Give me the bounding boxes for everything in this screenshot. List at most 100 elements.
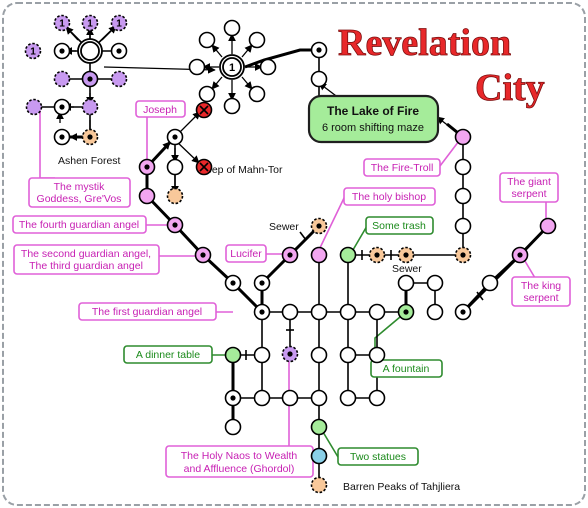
room-node[interactable] <box>53 70 71 88</box>
room-node[interactable] <box>281 345 299 363</box>
label-king-serpent-2: serpent <box>523 292 558 304</box>
room-node[interactable] <box>188 58 206 76</box>
room-node[interactable] <box>138 187 156 205</box>
room-node[interactable] <box>81 98 99 116</box>
room-node[interactable] <box>539 217 557 235</box>
room-node[interactable] <box>368 346 386 364</box>
star-hub-west[interactable] <box>77 38 103 64</box>
room-node[interactable] <box>310 476 328 494</box>
map-title-line-1: Revelation <box>338 22 511 64</box>
room-node[interactable] <box>166 216 184 234</box>
room-node[interactable] <box>454 128 472 146</box>
label-giant-serpent-1: The giant <box>507 176 551 188</box>
room-node[interactable] <box>166 187 184 205</box>
room-node[interactable] <box>454 217 472 235</box>
room-node-marker <box>287 351 293 357</box>
room-node-marker <box>87 76 93 82</box>
room-node[interactable] <box>339 389 357 407</box>
room-node[interactable] <box>110 42 128 60</box>
room-node[interactable]: 1 <box>24 42 42 60</box>
label-some-trash: Some trash <box>372 220 426 232</box>
room-node-marker <box>460 309 466 315</box>
room-node[interactable] <box>166 128 184 146</box>
blocked-room-node[interactable] <box>195 101 213 119</box>
room-node[interactable] <box>81 128 99 146</box>
room-node[interactable] <box>310 41 328 59</box>
room-node[interactable] <box>454 246 472 264</box>
room-node[interactable] <box>194 246 212 264</box>
room-node[interactable] <box>81 70 99 88</box>
callouts-magenta <box>12 100 571 478</box>
lake-of-fire-box[interactable]: The Lake of Fire 6 room shifting maze <box>307 94 440 144</box>
room-node-number: 1 <box>116 19 122 30</box>
room-node[interactable] <box>310 418 328 436</box>
room-node[interactable] <box>281 303 299 321</box>
room-node[interactable] <box>253 303 271 321</box>
room-node[interactable] <box>454 187 472 205</box>
room-node[interactable] <box>224 346 242 364</box>
room-node[interactable] <box>248 31 266 49</box>
room-node-number: 1 <box>87 19 93 30</box>
room-node[interactable] <box>368 303 386 321</box>
room-node[interactable] <box>310 70 328 88</box>
room-node[interactable] <box>397 274 415 292</box>
room-node[interactable] <box>281 246 299 264</box>
label-second-angel-1: The second guardian angel, <box>21 248 151 260</box>
room-node[interactable] <box>253 274 271 292</box>
room-node[interactable] <box>426 274 444 292</box>
room-node[interactable] <box>53 128 71 146</box>
room-node[interactable]: 1 <box>110 14 128 32</box>
room-node[interactable] <box>110 70 128 88</box>
room-node[interactable] <box>481 274 499 292</box>
room-node[interactable] <box>253 389 271 407</box>
room-node[interactable] <box>198 85 216 103</box>
room-node[interactable] <box>223 97 241 115</box>
label-king-serpent-1: The king <box>521 280 561 292</box>
label-mystik-1: The mystik <box>54 181 106 193</box>
room-node[interactable] <box>454 158 472 176</box>
room-node[interactable] <box>397 246 415 264</box>
room-node[interactable] <box>368 389 386 407</box>
room-node-marker <box>87 134 93 140</box>
room-node[interactable] <box>53 42 71 60</box>
room-node[interactable] <box>53 98 71 116</box>
room-node[interactable] <box>224 389 242 407</box>
room-node[interactable] <box>310 389 328 407</box>
room-node[interactable] <box>310 447 328 465</box>
room-node[interactable] <box>138 158 156 176</box>
blocked-room-node[interactable] <box>195 158 213 176</box>
room-node[interactable] <box>25 98 43 116</box>
area-sewer-2: Sewer <box>392 263 422 275</box>
room-node[interactable] <box>253 346 271 364</box>
room-node[interactable] <box>281 389 299 407</box>
label-fountain: A fountain <box>383 363 430 375</box>
label-dinner-table: A dinner table <box>136 349 200 361</box>
room-node-marker <box>59 48 65 54</box>
room-node[interactable] <box>310 303 328 321</box>
room-node[interactable]: 1 <box>81 14 99 32</box>
room-node[interactable] <box>248 85 266 103</box>
room-node[interactable] <box>511 246 529 264</box>
room-node[interactable] <box>454 303 472 321</box>
room-node[interactable] <box>310 246 328 264</box>
room-node[interactable]: 1 <box>53 14 71 32</box>
room-node[interactable] <box>339 346 357 364</box>
room-node[interactable] <box>224 274 242 292</box>
room-node[interactable] <box>259 58 277 76</box>
room-node[interactable] <box>223 19 241 37</box>
room-node-marker <box>374 252 380 258</box>
room-node[interactable] <box>310 346 328 364</box>
room-node[interactable] <box>166 158 184 176</box>
room-node[interactable] <box>310 217 328 235</box>
room-node[interactable] <box>339 303 357 321</box>
room-node[interactable] <box>339 246 357 264</box>
label-lucifer: Lucifer <box>230 248 262 260</box>
room-node[interactable] <box>198 31 216 49</box>
room-node[interactable] <box>224 418 242 436</box>
star-hub-east[interactable]: 1 <box>219 54 245 80</box>
room-node[interactable] <box>426 303 444 321</box>
room-node[interactable] <box>368 246 386 264</box>
room-node[interactable] <box>397 303 415 321</box>
door-ticks <box>245 231 484 360</box>
